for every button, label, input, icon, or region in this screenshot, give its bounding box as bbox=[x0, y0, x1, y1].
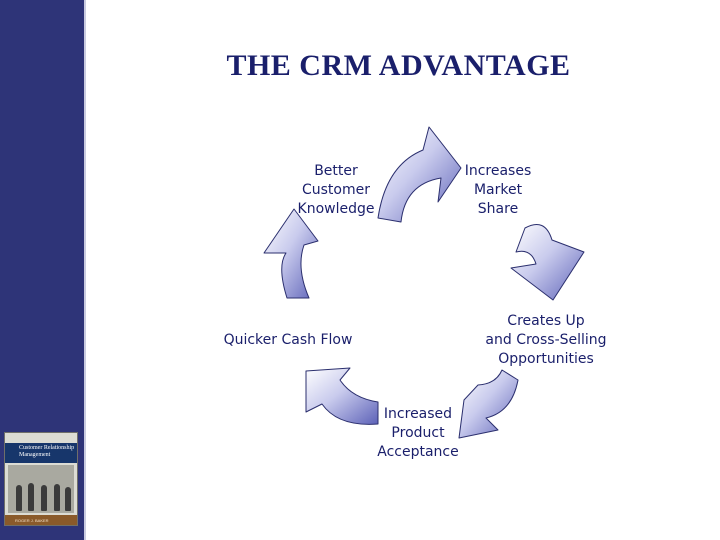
node-label-line: Customer bbox=[301, 182, 370, 198]
node-label-line: Better bbox=[314, 163, 358, 179]
book-cover-band bbox=[5, 443, 77, 463]
cycle-arrow-top bbox=[377, 126, 462, 223]
node-label-line: Knowledge bbox=[297, 201, 375, 217]
node-label-increases-market-share: Increases Market Share bbox=[450, 162, 546, 219]
book-cover-figure bbox=[41, 485, 47, 511]
node-label-quicker-cash-flow: Quicker Cash Flow bbox=[205, 331, 371, 350]
node-label-line: Acceptance bbox=[377, 444, 459, 460]
node-label-line: Product bbox=[391, 425, 445, 441]
book-cover-footer-text: ROGER J. BAKER bbox=[15, 518, 49, 523]
book-cover-figure bbox=[54, 484, 60, 511]
cycle-arrow-bottom-left bbox=[305, 367, 379, 425]
cycle-arrow-bottom-right bbox=[458, 369, 519, 439]
book-cover-figure bbox=[28, 483, 34, 511]
node-label-line: Creates Up bbox=[507, 313, 585, 329]
book-cover-photo bbox=[8, 465, 74, 513]
node-label-line: Quicker Cash Flow bbox=[223, 332, 353, 348]
cycle-arrow-left bbox=[263, 208, 319, 299]
slide-title: THE CRM ADVANTAGE bbox=[226, 49, 571, 82]
book-cover-title: Customer Relationship Management bbox=[19, 445, 75, 458]
node-label-better-customer-knowledge: Better Customer Knowledge bbox=[283, 162, 389, 219]
book-cover-figure bbox=[65, 487, 71, 511]
node-label-line: and Cross-Selling bbox=[485, 332, 607, 348]
cycle-arrow-right bbox=[510, 224, 585, 301]
node-label-line: Share bbox=[477, 201, 519, 217]
book-cover-footer: ROGER J. BAKER bbox=[5, 515, 77, 525]
node-label-increased-product-acceptance: Increased Product Acceptance bbox=[362, 405, 474, 462]
node-label-line: Increases bbox=[464, 163, 532, 179]
node-label-line: Market bbox=[473, 182, 523, 198]
node-label-creates-up-cross-selling: Creates Up and Cross-Selling Opportuniti… bbox=[468, 312, 624, 369]
node-label-line: Opportunities bbox=[498, 351, 594, 367]
book-cover-image: Customer Relationship Management ROGER J… bbox=[4, 432, 78, 526]
book-cover-figure bbox=[16, 485, 22, 511]
sidebar-divider bbox=[84, 0, 86, 540]
node-label-line: Increased bbox=[383, 406, 453, 422]
